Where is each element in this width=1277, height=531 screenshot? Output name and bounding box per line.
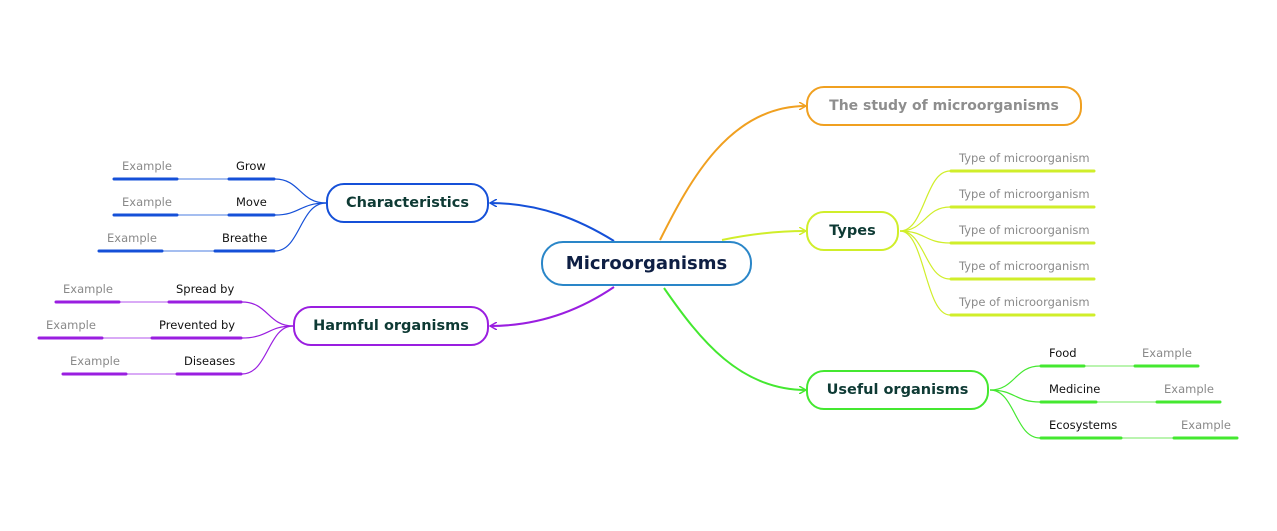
- harmful-example-label[interactable]: Example: [70, 354, 120, 368]
- useful-node-label: Useful organisms: [826, 382, 969, 398]
- types-node[interactable]: Types: [806, 211, 899, 251]
- types-link: [899, 230, 951, 280]
- characteristics-link: [274, 202, 327, 252]
- useful-example-label[interactable]: Example: [1164, 382, 1214, 396]
- harmful-link: [241, 301, 294, 327]
- characteristics-item-label[interactable]: Breathe: [222, 231, 268, 245]
- harmful-item-label[interactable]: Spread by: [176, 282, 235, 296]
- center-node[interactable]: Microorganisms: [541, 241, 752, 286]
- link-center-harmful: [490, 286, 615, 326]
- harmful-item-label[interactable]: Prevented by: [159, 318, 236, 332]
- types-link: [899, 230, 951, 316]
- useful-item-label[interactable]: Medicine: [1049, 382, 1101, 396]
- harmful-link: [241, 325, 294, 375]
- harmful-underlines: [37, 300, 243, 376]
- link-center-characteristics: [490, 203, 615, 242]
- types-item-label[interactable]: Type of microorganism: [959, 187, 1090, 201]
- useful-item-label[interactable]: Food: [1049, 346, 1077, 360]
- link-center-useful: [663, 287, 806, 390]
- harmful-node-label: Harmful organisms: [313, 318, 469, 334]
- link-center-types: [721, 231, 806, 241]
- characteristics-example-label[interactable]: Example: [107, 231, 157, 245]
- harmful-children: [103, 301, 294, 375]
- useful-link: [989, 365, 1041, 391]
- types-link: [899, 170, 951, 232]
- harmful-example-label[interactable]: Example: [46, 318, 96, 332]
- useful-children: [989, 365, 1173, 439]
- useful-example-label[interactable]: Example: [1181, 418, 1231, 432]
- types-underlines: [949, 169, 1096, 317]
- characteristics-underlines: [97, 177, 276, 253]
- types-children: [899, 170, 951, 316]
- useful-link: [989, 389, 1041, 439]
- characteristics-children: [163, 178, 327, 252]
- center-node-label: Microorganisms: [565, 253, 728, 274]
- study-node[interactable]: The study of microorganisms: [806, 86, 1082, 126]
- useful-underlines: [1039, 364, 1239, 440]
- harmful-node[interactable]: Harmful organisms: [293, 306, 489, 346]
- harmful-example-label[interactable]: Example: [63, 282, 113, 296]
- useful-example-label[interactable]: Example: [1142, 346, 1192, 360]
- characteristics-link: [274, 178, 327, 204]
- types-item-label[interactable]: Type of microorganism: [959, 259, 1090, 273]
- link-center-study: [659, 106, 806, 241]
- types-item-label[interactable]: Type of microorganism: [959, 151, 1090, 165]
- useful-node[interactable]: Useful organisms: [806, 370, 989, 410]
- characteristics-node[interactable]: Characteristics: [326, 183, 489, 223]
- characteristics-item-label[interactable]: Grow: [236, 159, 266, 173]
- study-node-label: The study of microorganisms: [829, 98, 1059, 114]
- types-node-label: Types: [829, 223, 876, 239]
- types-item-label[interactable]: Type of microorganism: [959, 223, 1090, 237]
- characteristics-item-label[interactable]: Move: [236, 195, 267, 209]
- characteristics-node-label: Characteristics: [346, 195, 469, 211]
- useful-item-label[interactable]: Ecosystems: [1049, 418, 1118, 432]
- types-item-label[interactable]: Type of microorganism: [959, 295, 1090, 309]
- characteristics-example-label[interactable]: Example: [122, 195, 172, 209]
- harmful-item-label[interactable]: Diseases: [184, 354, 236, 368]
- types-link: [899, 206, 951, 232]
- characteristics-example-label[interactable]: Example: [122, 159, 172, 173]
